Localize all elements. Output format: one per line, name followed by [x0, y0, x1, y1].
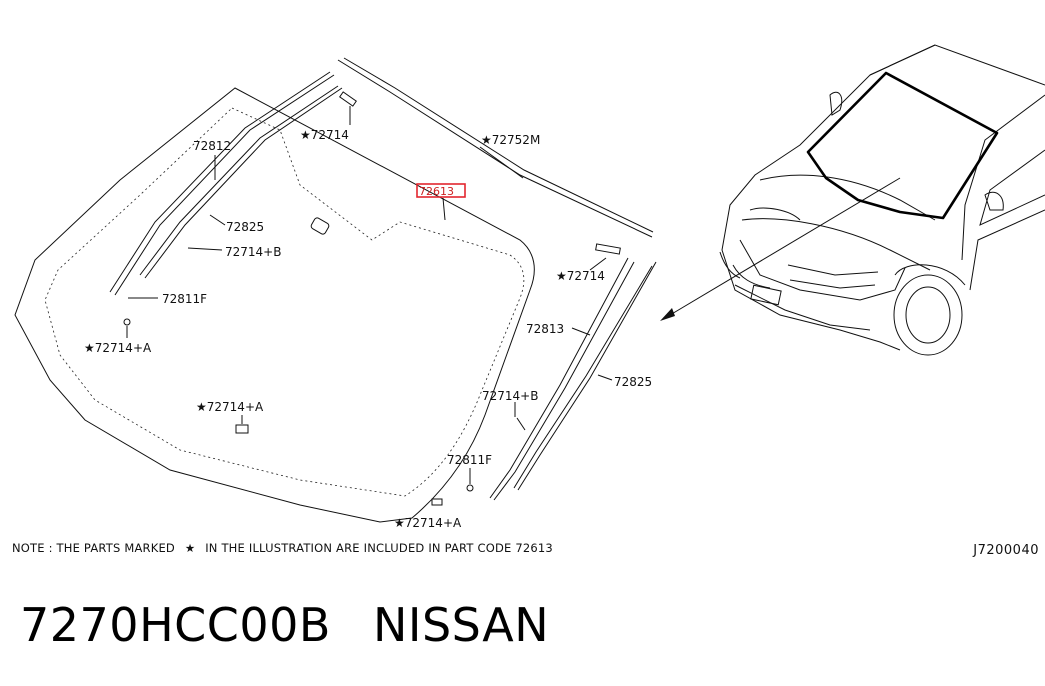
star-icon: ★	[556, 269, 567, 283]
car-illustration	[719, 44, 1045, 356]
molding-72813-inner	[493, 261, 635, 501]
molding-72825-left	[144, 87, 343, 279]
clip-72714-top	[339, 91, 357, 107]
molding-72812	[114, 74, 335, 296]
windshield-inner-dashed-line	[44, 107, 525, 497]
leader-72825-left	[209, 214, 226, 226]
part-title: 7270HCC00B NISSAN	[20, 598, 591, 652]
leader-72752M	[479, 146, 524, 179]
label-72714B-right: 72714+B	[482, 389, 538, 403]
label-72825-right: 72825	[614, 375, 652, 389]
molding-72752M-inner	[343, 57, 654, 233]
clip-72714A-bottom	[431, 498, 443, 506]
molding-72825-left-inner	[139, 85, 339, 276]
car-windshield-outline	[806, 71, 999, 220]
clip-72714A-mid	[235, 424, 249, 434]
note-prefix: NOTE : THE PARTS MARKED	[12, 541, 175, 555]
highlight-72613	[416, 183, 466, 198]
molding-72813	[489, 257, 629, 499]
label-72825-left: 72825	[226, 220, 264, 234]
leader-72825-right	[597, 374, 613, 381]
arrow-head-icon	[660, 308, 675, 321]
footnote: NOTE : THE PARTS MARKED ★ IN THE ILLUSTR…	[12, 541, 553, 555]
label-72811F-right: 72811F	[447, 453, 492, 467]
pointer-arrow	[664, 177, 901, 319]
molding-72825-right	[517, 261, 657, 491]
label-72613: 72613	[419, 185, 454, 198]
label-72714A-bottom: ★72714+A	[394, 516, 462, 530]
label-72714-right: ★72714	[556, 269, 605, 283]
clip-72714B-right	[516, 417, 526, 431]
part-number: 7270HCC00B	[20, 598, 331, 652]
star-icon: ★	[196, 400, 207, 414]
windshield-glass-outline	[14, 87, 535, 523]
label-72714A-mid: ★72714+A	[196, 400, 264, 414]
star-icon: ★	[184, 541, 196, 555]
molding-72825-right-inner	[513, 265, 653, 489]
star-icon: ★	[394, 516, 405, 530]
label-72714A-left: ★72714+A	[84, 341, 152, 355]
label-72714B-left: 72714+B	[225, 245, 281, 259]
label-72714-top: ★72714	[300, 128, 349, 142]
star-icon: ★	[84, 341, 95, 355]
star-icon: ★	[481, 133, 492, 147]
molding-72812-inner	[109, 71, 331, 293]
leader-72813	[571, 327, 591, 336]
clip-72714B-left	[187, 247, 223, 251]
clip-72811F-right	[466, 484, 474, 492]
note-suffix: IN THE ILLUSTRATION ARE INCLUDED IN PART…	[205, 541, 553, 555]
diagram-code: J7200040	[973, 543, 1039, 558]
star-icon: ★	[300, 128, 311, 142]
clip-72714A-left	[123, 318, 131, 326]
label-72812: 72812	[193, 139, 231, 153]
clip-72714-right	[595, 243, 621, 255]
label-72811F-left: 72811F	[162, 292, 207, 306]
label-72752M: ★72752M	[481, 133, 540, 147]
leader-72714-right	[589, 257, 607, 271]
label-72813: 72813	[526, 322, 564, 336]
leader-72613	[442, 197, 446, 221]
windshield-parts-diagram: 72812 ★72714 ★72752M 72613 72825 72714+B…	[14, 44, 1045, 530]
molding-72752M	[337, 59, 653, 238]
brand-name: NISSAN	[373, 598, 550, 652]
mirror-mount	[310, 217, 330, 235]
